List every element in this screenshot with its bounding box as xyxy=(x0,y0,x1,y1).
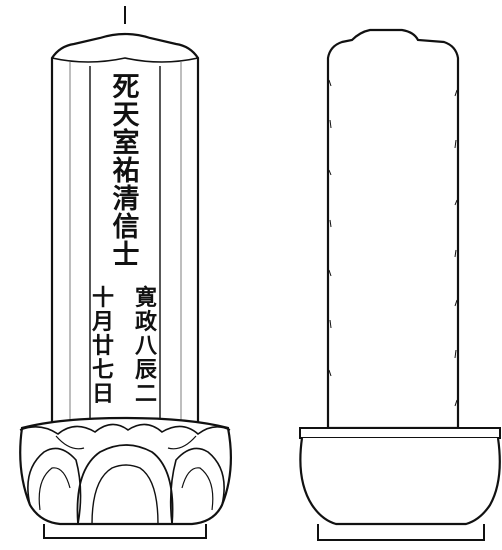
right-inscription-char: 寛 xyxy=(135,285,157,311)
front-pillar-outline xyxy=(50,32,200,432)
side-base-rim xyxy=(299,427,501,439)
lotus-petal-right-inner xyxy=(181,467,214,511)
side-base-bowl xyxy=(299,437,501,526)
lotus-petal-left-inner xyxy=(38,467,71,511)
lotus-petal-left xyxy=(27,447,82,525)
left-inscription-char: 廿 xyxy=(92,333,114,359)
left-inscription-char: 月 xyxy=(91,309,114,335)
side-texture-left xyxy=(328,79,332,377)
lotus-petal-center xyxy=(76,444,174,525)
side-pillar-outline xyxy=(326,28,460,430)
lotus-petal-back-left xyxy=(55,435,85,450)
right-inscription-char: 政 xyxy=(135,309,158,335)
lotus-pedestal-outline xyxy=(19,416,232,526)
side-texture-right xyxy=(454,89,458,407)
center-inscription-char: 死 xyxy=(113,72,140,103)
left-inscription-char: 七 xyxy=(92,357,114,383)
left-inscription-char: 日 xyxy=(92,381,114,407)
center-inscription-char: 祐 xyxy=(113,156,140,187)
lotus-petal-center-inner xyxy=(91,464,159,525)
center-inscription-char: 士 xyxy=(113,240,140,271)
right-inscription-char: 辰 xyxy=(135,357,157,383)
center-inscription-char: 清 xyxy=(113,184,140,215)
lotus-petal-right xyxy=(169,447,225,525)
front-base xyxy=(43,524,207,539)
right-inscription-char: 八 xyxy=(135,333,158,359)
lotus-petal-back-right xyxy=(167,435,197,450)
lotus-rim xyxy=(19,423,231,436)
front-crown-edge xyxy=(51,57,199,63)
side-base-plinth xyxy=(317,524,485,541)
center-inscription-char: 天 xyxy=(113,100,140,131)
left-inscription-char: 十 xyxy=(92,285,114,311)
center-inscription-char: 室 xyxy=(113,127,140,159)
center-inscription-char: 信 xyxy=(113,212,140,243)
right-inscription-char: 二 xyxy=(135,381,157,407)
side-view xyxy=(299,28,501,541)
